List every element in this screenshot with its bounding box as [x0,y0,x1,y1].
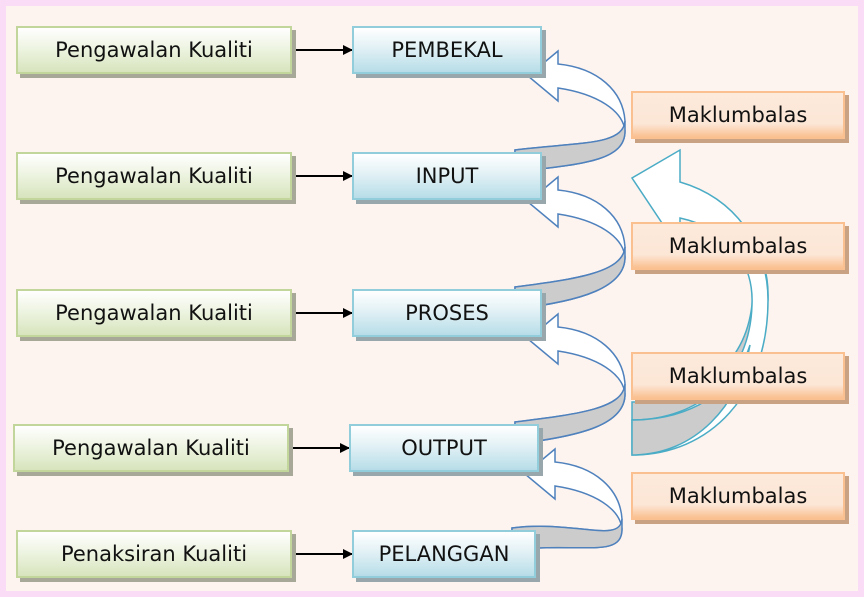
stage-box-pelanggan-label: PELANGGAN [378,542,510,566]
quality-control-box: Pengawalan Kualiti [13,424,289,472]
large-arrow-shade [631,344,751,456]
quality-control-box-label: Pengawalan Kualiti [55,164,253,188]
quality-control-box: Pengawalan Kualiti [16,289,292,337]
quality-control-box: Penaksiran Kualiti [16,530,292,578]
curved-feedback-arrow [514,175,626,310]
feedback-box: Maklumbalas [631,352,845,400]
quality-control-box-label: Pengawalan Kualiti [55,301,253,325]
feedback-box-label: Maklumbalas [668,234,808,258]
large-feedback-arrow [630,148,769,456]
feedback-box-label: Maklumbalas [668,484,808,508]
quality-control-box: Pengawalan Kualiti [16,152,292,200]
feedback-box-label: Maklumbalas [668,103,808,127]
stage-box-proses-label: PROSES [405,301,489,325]
stage-box-input-label: INPUT [415,164,479,188]
stage-box-pelanggan: PELANGGAN [352,530,536,578]
stage-box-pembekal: PEMBEKAL [352,26,542,74]
stage-box-pembekal-label: PEMBEKAL [391,38,503,62]
quality-control-box-label: Penaksiran Kualiti [60,542,248,566]
quality-control-box: Pengawalan Kualiti [16,26,292,74]
curved-feedback-arrow [514,49,626,173]
quality-control-box-label: Pengawalan Kualiti [55,38,253,62]
quality-control-box-label: Pengawalan Kualiti [52,436,250,460]
stage-box-output-label: OUTPUT [401,436,487,460]
feedback-box: Maklumbalas [631,222,845,270]
feedback-box: Maklumbalas [631,91,845,139]
stage-box-output: OUTPUT [349,424,539,472]
stage-box-input: INPUT [352,152,542,200]
stage-box-proses: PROSES [352,289,542,337]
feedback-box: Maklumbalas [631,472,845,520]
feedback-box-label: Maklumbalas [668,364,808,388]
